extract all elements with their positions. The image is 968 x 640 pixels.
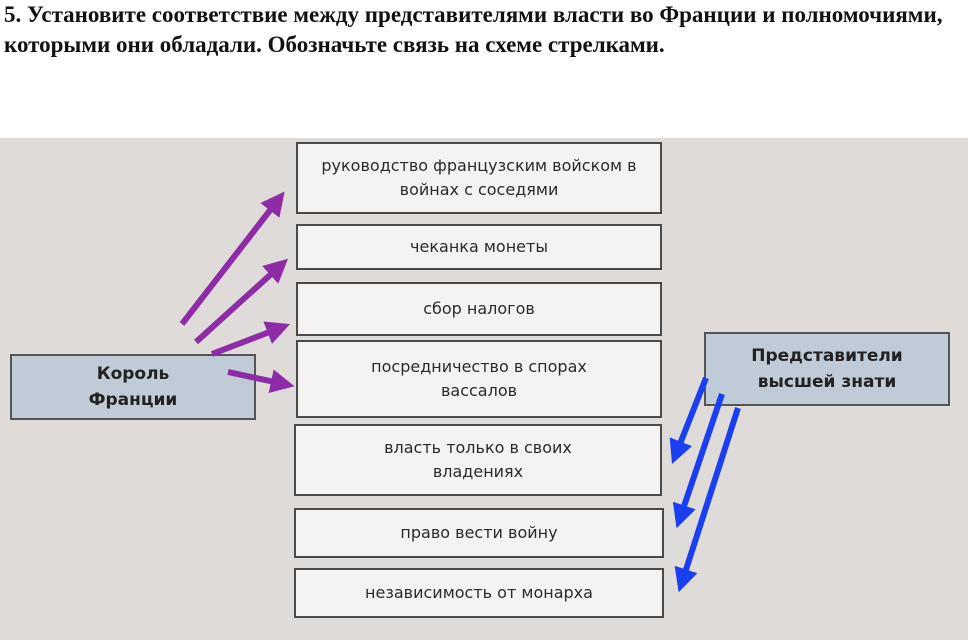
arrow-icon xyxy=(674,407,741,593)
power-box-5: власть только в своих владениях xyxy=(294,424,662,496)
arrow-icon xyxy=(210,321,291,357)
diagram-photo: Король Франции Представители высшей знат… xyxy=(0,138,968,640)
actor-nobles: Представители высшей знати xyxy=(704,332,950,406)
arrow-icon xyxy=(669,376,709,465)
actor-king: Король Франции xyxy=(10,354,256,420)
arrows-layer xyxy=(179,191,741,593)
arrow-icon xyxy=(193,258,289,345)
power-box-4: посредничество в спорах вассалов xyxy=(296,340,662,418)
power-box-1: руководство французским войском в войнах… xyxy=(296,142,662,214)
arrow-icon xyxy=(672,393,725,529)
power-box-2: чеканка монеты xyxy=(296,224,662,270)
power-box-3: сбор налогов xyxy=(296,282,662,336)
arrow-icon xyxy=(179,191,285,326)
arrow-icon xyxy=(227,369,295,393)
task-text: 5. Установите соответствие между предста… xyxy=(4,2,943,57)
power-box-7: независимость от монарха xyxy=(294,568,664,618)
power-box-6: право вести войну xyxy=(294,508,664,558)
